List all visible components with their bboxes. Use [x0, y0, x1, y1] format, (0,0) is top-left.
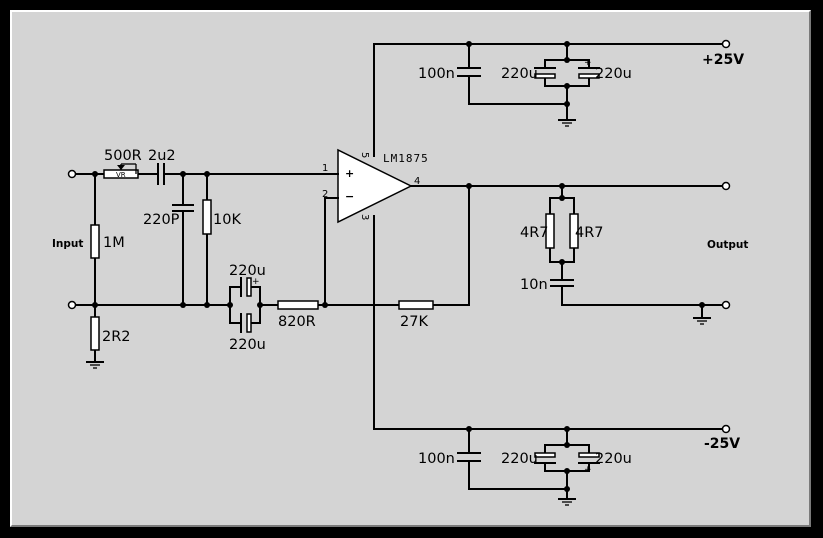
- svg-text:+: +: [252, 277, 260, 287]
- label-500r: 500R: [104, 148, 142, 164]
- input-label: Input: [52, 238, 83, 250]
- chip-label: LM1875: [383, 152, 429, 165]
- label-100n-top: 100n: [418, 66, 455, 82]
- capacitor-10n: [550, 279, 574, 287]
- pin-4-label: 4: [414, 176, 420, 187]
- label-2u2: 2u2: [148, 148, 176, 164]
- label-220u-feedback-bottom: 220u: [229, 337, 266, 353]
- resistor-10k: [202, 199, 212, 235]
- capacitor-220u-top-pair: +: [534, 58, 600, 79]
- resistor-4r7-left: [545, 213, 555, 249]
- pin-2-label: 2: [322, 189, 328, 200]
- label-4r7-right: 4R7: [575, 225, 604, 241]
- label-2r2: 2R2: [102, 329, 131, 345]
- svg-text:+: +: [584, 58, 592, 68]
- label-100n-bottom: 100n: [418, 451, 455, 467]
- terminals: [67, 39, 731, 434]
- ground-icon: [86, 361, 104, 369]
- capacitor-220u-bottom-pair: +: [534, 452, 600, 475]
- pin-3-label: 3: [359, 214, 370, 220]
- capacitor-220u-feedback-pair: +: [240, 277, 260, 333]
- schematic-panel: + − LM1875 1 2 4 5 3: [10, 10, 811, 527]
- opamp-lm1875: + −: [337, 148, 413, 224]
- label-220u-top-1: 220u: [501, 66, 538, 82]
- resistor-2r2: [90, 316, 100, 351]
- label-220u-feedback-top: 220u: [229, 263, 266, 279]
- ground-icon: [558, 498, 576, 506]
- capacitor-100n-bottom: [457, 452, 481, 462]
- label-1m: 1M: [103, 235, 125, 251]
- output-label: Output: [707, 239, 748, 251]
- vminus-label: -25V: [704, 436, 740, 452]
- label-10k: 10K: [213, 212, 241, 228]
- wiring: [75, 43, 723, 500]
- capacitor-220p: [172, 204, 194, 212]
- resistor-27k: [398, 300, 434, 310]
- junction-dots: [92, 41, 705, 492]
- label-27k: 27K: [400, 314, 428, 330]
- capacitor-2u2: [157, 163, 165, 185]
- label-220p: 220P: [143, 212, 180, 228]
- ground-icon: [693, 317, 711, 325]
- ground-icon: [558, 119, 576, 127]
- label-220u-bottom-2: 220u: [595, 451, 632, 467]
- resistor-4r7-right: [569, 213, 579, 249]
- label-820r: 820R: [278, 314, 316, 330]
- resistor-820r: [277, 300, 319, 310]
- label-220u-bottom-1: 220u: [501, 451, 538, 467]
- circuit-schematic: + − LM1875 1 2 4 5 3: [52, 39, 748, 506]
- opamp-minus-sign: −: [345, 190, 354, 203]
- svg-text:+: +: [584, 465, 592, 475]
- vplus-label: +25V: [702, 52, 744, 68]
- pin-5-label: 5: [359, 152, 370, 158]
- capacitor-100n-top: [457, 67, 481, 77]
- opamp-plus-sign: +: [345, 167, 354, 180]
- pin-1-label: 1: [322, 163, 328, 174]
- label-10n: 10n: [520, 277, 548, 293]
- potentiometer-wiper: VR: [116, 163, 137, 179]
- label-4r7-left: 4R7: [520, 225, 549, 241]
- resistor-1m: [90, 224, 100, 259]
- label-220u-top-2: 220u: [595, 66, 632, 82]
- pot-mark: VR: [116, 171, 126, 179]
